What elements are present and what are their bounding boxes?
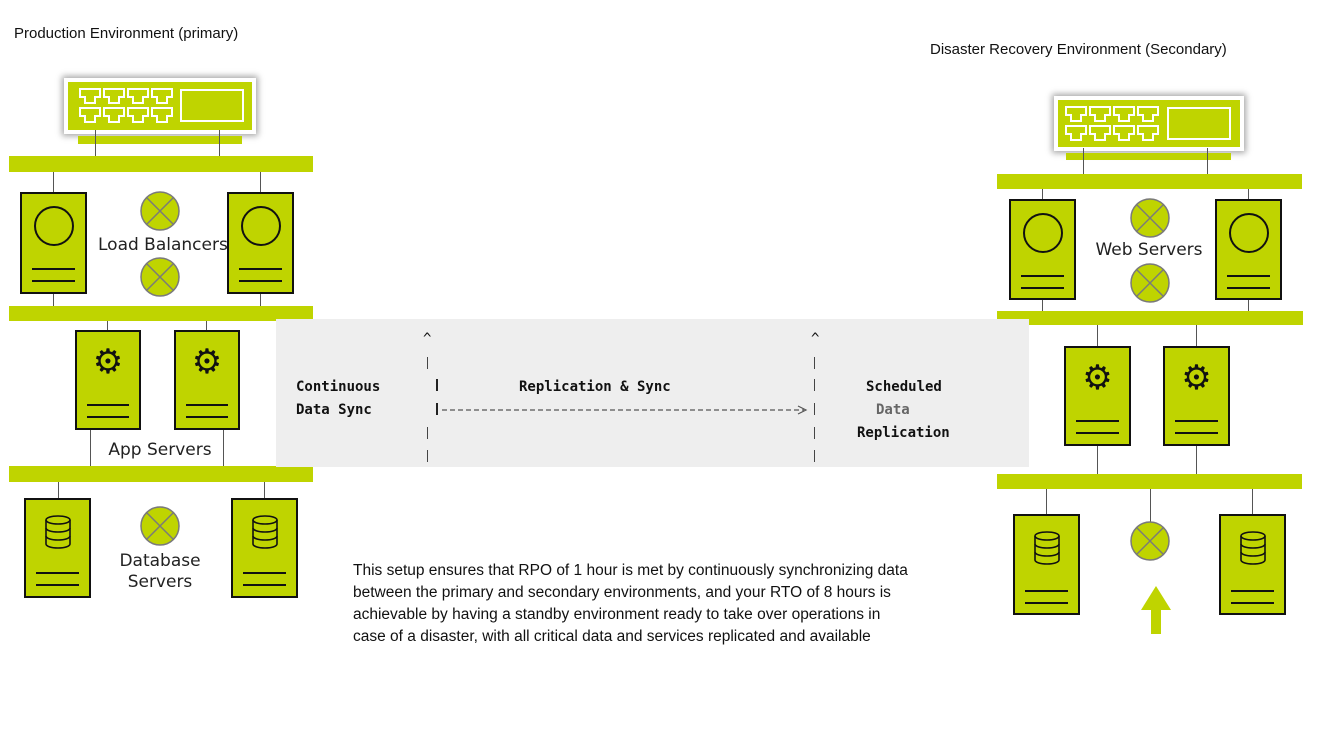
continuous-label-line1: Continuous [296,379,381,395]
sync-arrow-icon [442,405,808,415]
production-title: Production Environment (primary) [14,25,239,42]
app-server-left: ⚙ [75,330,141,430]
database-server-right [231,498,298,598]
dr-title: Disaster Recovery Environment (Secondary… [930,41,1227,58]
database-server-left [24,498,91,598]
database-icon [44,515,71,549]
pipe-caret: ^ [423,331,432,347]
dr-network-bar-bottom [997,474,1302,489]
scheduled-label-line2: Data [876,402,910,418]
server-disk-icon [241,206,281,246]
web-server-left [1009,199,1076,300]
network-bar-middle [9,306,313,321]
continuous-label-line2: Data Sync [296,402,372,418]
network-switch [64,78,256,134]
arrow-up-icon [1141,586,1171,634]
web-server-right [1215,199,1282,300]
database-servers-label-line1: Database [119,551,201,571]
dr-database-server-right [1219,514,1286,615]
network-bar-top [9,156,313,172]
replication-panel: ^ ^ Continuous Data Sync Replication & S… [276,319,1029,467]
router-node-icon [140,257,180,297]
switch-ports-icon [1065,106,1231,141]
dr-network-bar-middle [997,311,1303,325]
database-icon [251,515,278,549]
server-disk-icon [34,206,74,246]
app-servers-label: App Servers [108,440,212,460]
gear-icon: ⚙ [191,342,223,382]
router-node-icon [140,191,180,231]
database-icon [1239,531,1266,565]
router-node-icon [1130,263,1170,303]
switch-ports-icon [79,88,244,123]
database-servers-label-line2: Servers [127,572,193,592]
database-servers-label: Database Servers [100,551,220,593]
gear-icon: ⚙ [92,342,124,382]
dr-switch-base [1066,153,1231,160]
scheduled-label-line1: Scheduled [866,379,942,395]
load-balancer-server-right [227,192,294,294]
web-servers-label: Web Servers [1095,240,1203,260]
description-note: This setup ensures that RPO of 1 hour is… [353,562,908,645]
router-node-icon [1130,198,1170,238]
scheduled-label-line3: Replication [857,425,950,441]
dr-database-server-left [1013,514,1080,615]
dr-app-server-left: ⚙ [1064,346,1131,446]
replication-sync-label: Replication & Sync [519,379,671,395]
router-node-icon [1130,521,1170,561]
pipe-caret: ^ [811,331,820,347]
load-balancers-label: Load Balancers [98,235,228,255]
dr-network-switch [1054,96,1244,151]
load-balancer-server-left [20,192,87,294]
router-node-icon [140,506,180,546]
server-disk-icon [1229,213,1269,253]
app-server-right: ⚙ [174,330,240,430]
database-icon [1033,531,1060,565]
network-bar-bottom [9,466,313,482]
gear-icon: ⚙ [1181,358,1212,398]
switch-base [78,136,242,144]
gear-icon: ⚙ [1082,358,1113,398]
dr-app-server-right: ⚙ [1163,346,1230,446]
dr-network-bar-top [997,174,1302,189]
server-disk-icon [1023,213,1063,253]
